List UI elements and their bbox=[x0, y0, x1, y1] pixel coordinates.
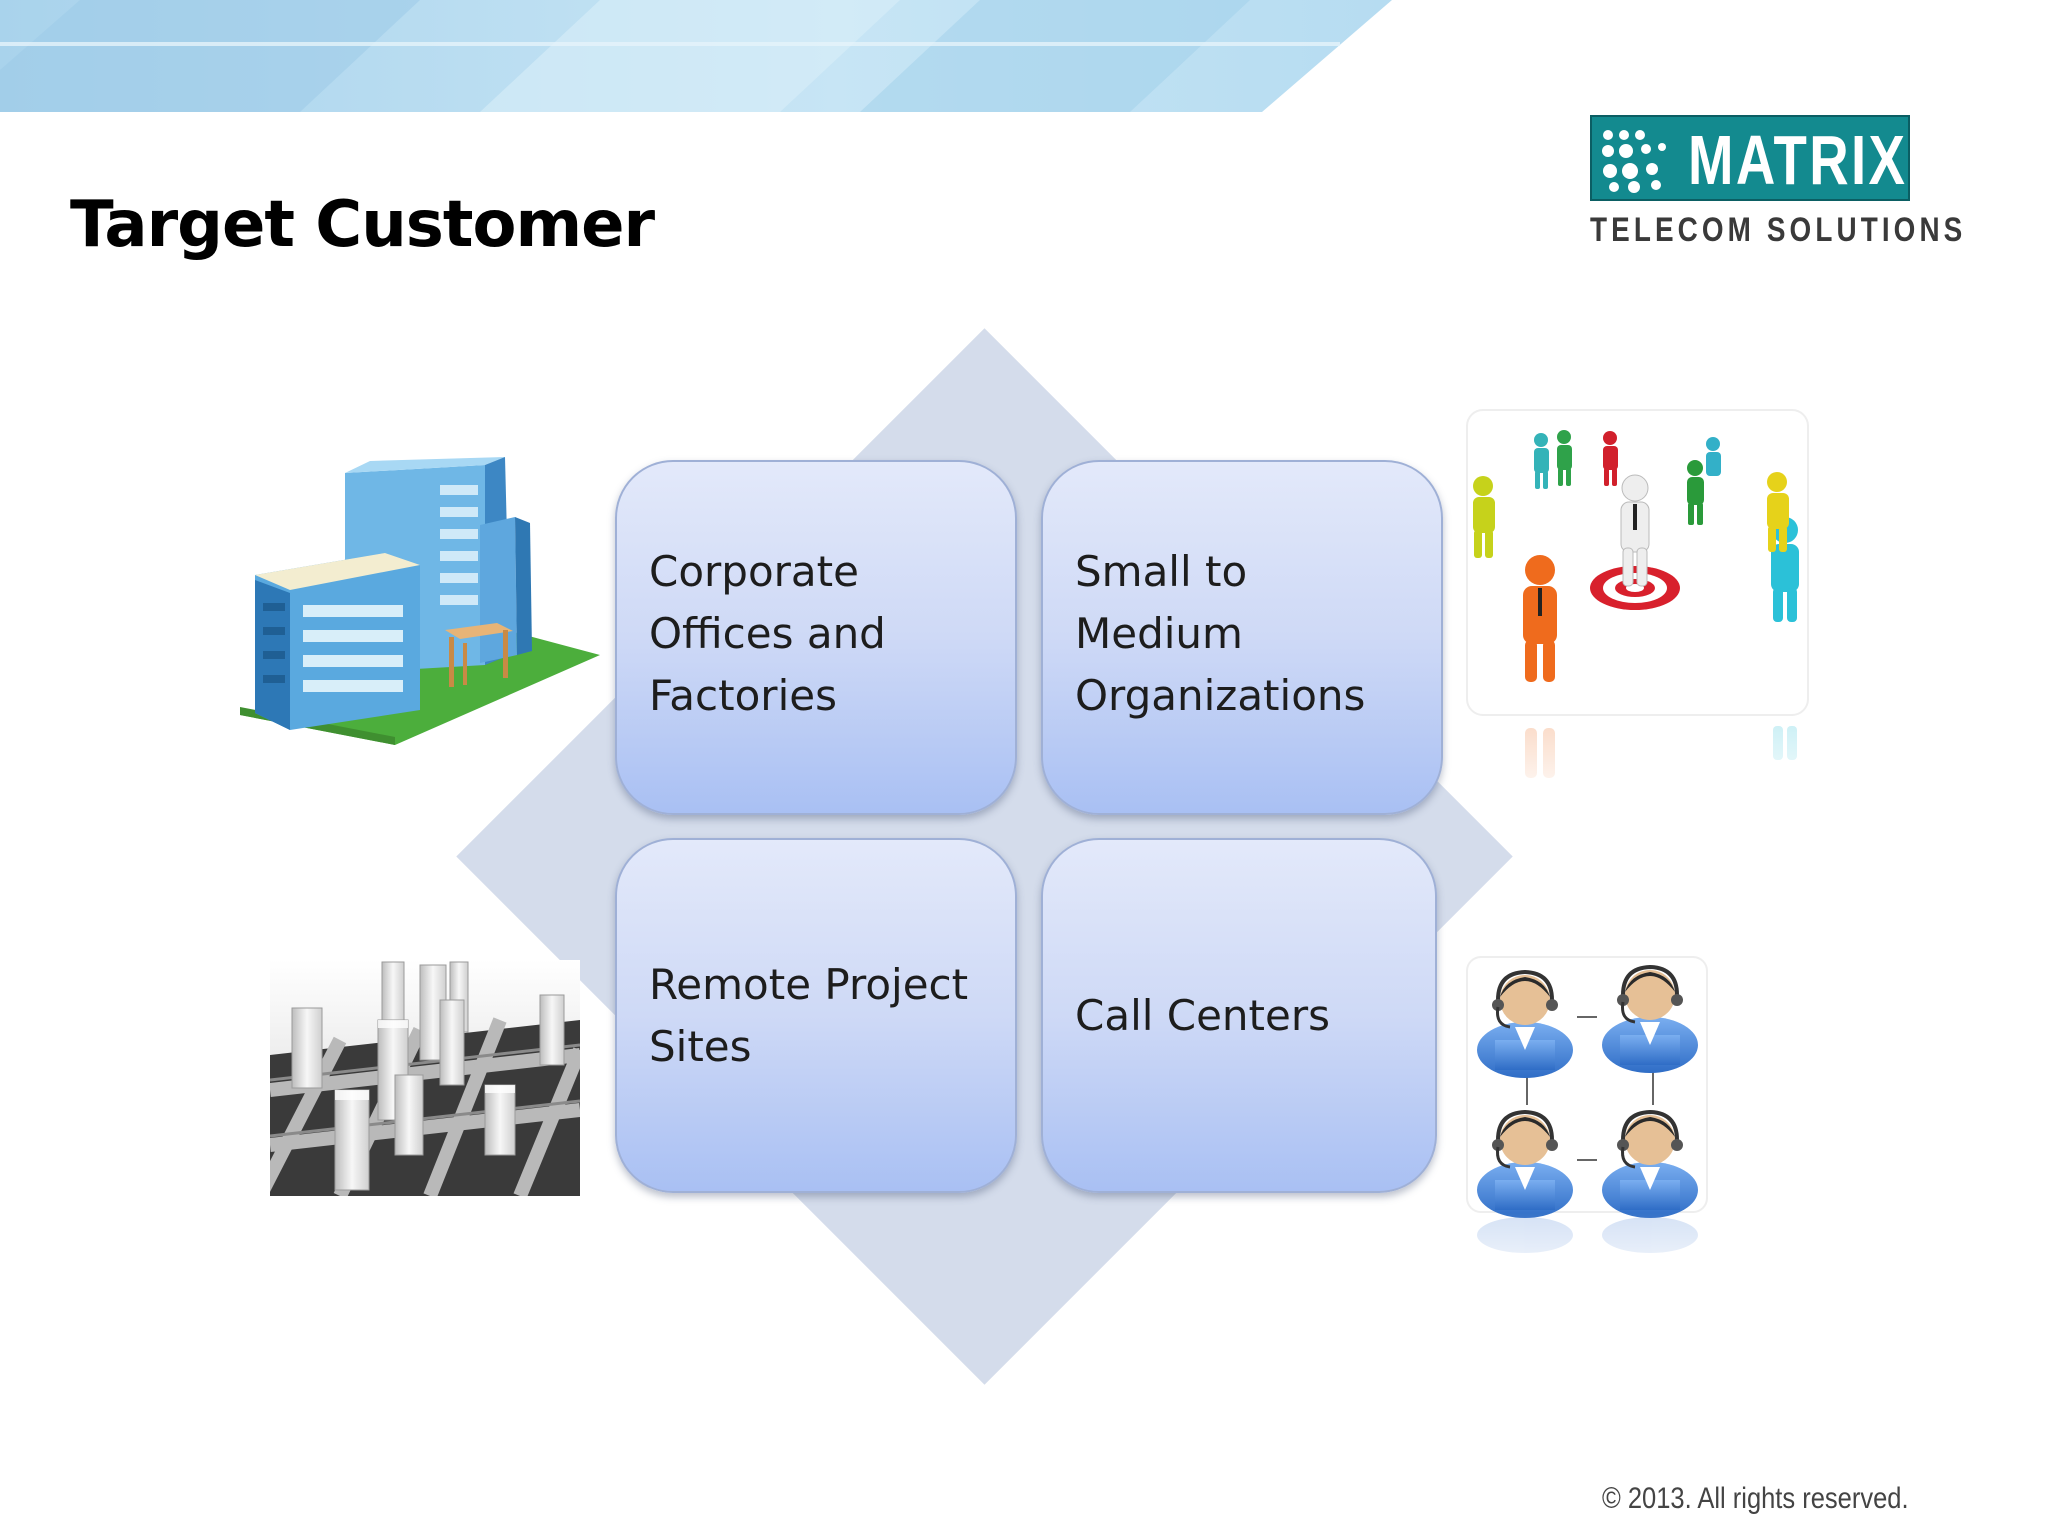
header-banner bbox=[0, 0, 1392, 112]
quadrant-label: Remote Project Sites bbox=[649, 959, 969, 1071]
quadrant-corporate-offices: Corporate Offices and Factories bbox=[615, 460, 1017, 815]
matrix-logo: MATRIX TELECOM SOLUTIONS bbox=[1590, 115, 1962, 250]
quadrant-remote-project-sites: Remote Project Sites bbox=[615, 838, 1017, 1193]
quadrant-call-centers: Call Centers bbox=[1041, 838, 1437, 1193]
office-building-icon bbox=[240, 457, 600, 745]
copyright-footer: © 2013. All rights reserved. bbox=[1602, 1482, 1909, 1515]
quadrant-label: Call Centers bbox=[1075, 990, 1330, 1040]
call-center-agents-icon bbox=[1465, 956, 1710, 1300]
quadrant-label: Small to Medium Organizations bbox=[1075, 546, 1366, 720]
city-grid-icon bbox=[270, 960, 580, 1196]
page-title: Target Customer bbox=[70, 188, 655, 262]
logo-tagline: TELECOM SOLUTIONS bbox=[1590, 211, 1967, 249]
people-target-icon bbox=[1465, 409, 1810, 808]
quadrant-label: Corporate Offices and Factories bbox=[649, 546, 886, 720]
logo-dots-icon bbox=[1602, 130, 1666, 193]
logo-wordmark: MATRIX bbox=[1688, 121, 1908, 199]
logo-badge: MATRIX bbox=[1590, 115, 1910, 201]
quadrant-small-medium-orgs: Small to Medium Organizations bbox=[1041, 460, 1443, 815]
